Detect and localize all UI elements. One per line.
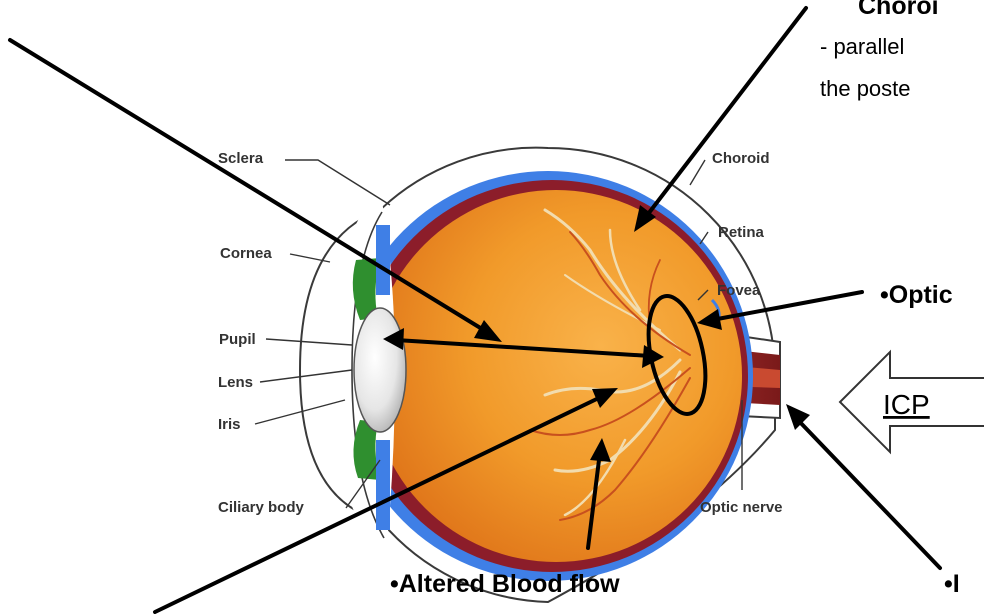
label-cornea: Cornea — [220, 245, 272, 262]
eye-illustration — [300, 148, 780, 602]
label-lens: Lens — [218, 374, 253, 391]
choroid-callout-title: Choroi — [858, 0, 939, 20]
label-retina: Retina — [718, 224, 765, 241]
vitreous-body — [370, 190, 742, 562]
label-pupil: Pupil — [219, 331, 256, 348]
icp-arrow: ICP — [840, 352, 984, 452]
ciliary-upper — [376, 225, 390, 295]
label-choroid: Choroid — [712, 150, 770, 167]
icp-label: ICP — [883, 389, 930, 420]
label-iris: Iris — [218, 416, 241, 433]
ciliary-lower — [376, 440, 390, 530]
arrow-bottomright-line — [796, 418, 940, 568]
label-sclera: Sclera — [218, 150, 264, 167]
label-ciliary-body: Ciliary body — [218, 499, 305, 516]
bottom-right-callout-title: •I — [944, 570, 960, 598]
optic-callout-title: •Optic — [880, 281, 953, 309]
altered-bloodflow-title: •Altered Blood flow — [390, 570, 620, 598]
choroid-callout-line1: - parallel — [820, 34, 904, 59]
label-optic-nerve: Optic nerve — [700, 499, 783, 516]
choroid-callout-line2: the poste — [820, 76, 911, 101]
arrow-choroid-line — [645, 8, 806, 218]
label-fovea: Fovea — [717, 282, 761, 299]
lens — [354, 308, 406, 432]
